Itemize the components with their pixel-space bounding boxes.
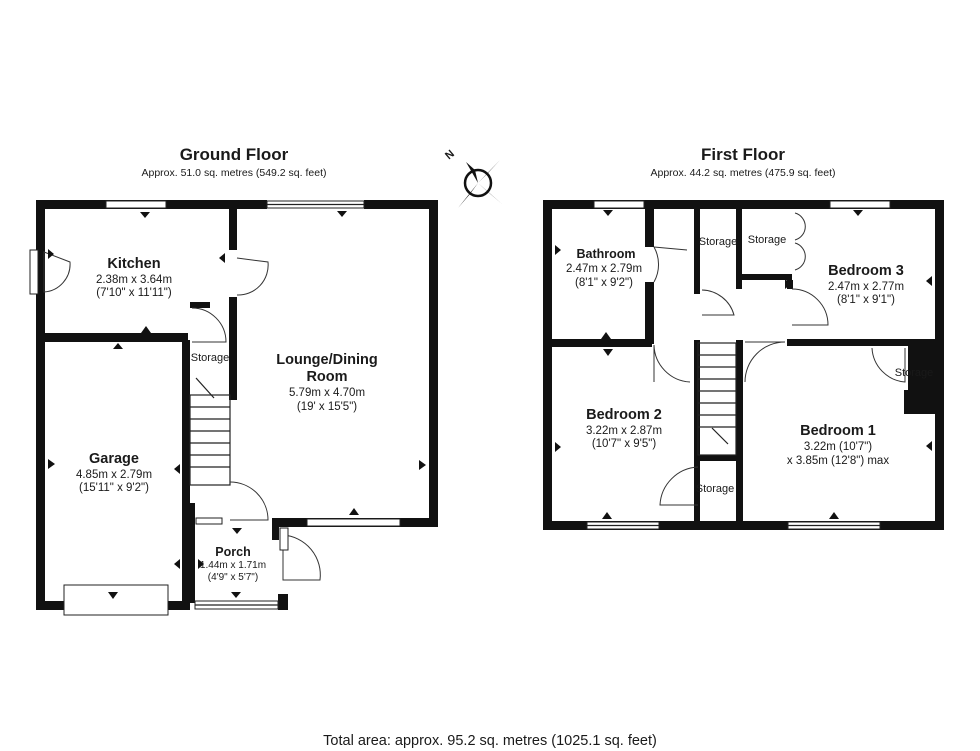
room-storage-bedroom3: Storage [748,234,787,246]
lounge-imperial: (19' x 15'5") [297,401,357,413]
first-floor-windows [586,200,891,530]
total-area: Total area: approx. 95.2 sq. metres (102… [323,733,657,749]
room-bedroom1: Bedroom 1 3.22m (10'7") x 3.85m (12'8") … [787,423,889,467]
room-porch: Porch 1.44m x 1.71m (4'9" x 5'7") [200,545,266,583]
porch-name: Porch [215,545,250,559]
kitchen-imperial: (7'10" x 11'11") [96,287,172,299]
room-storage-landing: Storage [699,236,738,248]
kitchen-name: Kitchen [107,256,160,272]
bedroom2-name: Bedroom 2 [586,407,662,423]
ground-floor: Ground Floor Approx. 51.0 sq. metres (54… [29,145,438,616]
first-floor-title: First Floor [701,145,785,164]
lounge-name-line2: Room [306,369,347,385]
ground-floor-doors [43,251,321,581]
garage-name: Garage [89,451,139,467]
ground-floor-area: Approx. 51.0 sq. metres (549.2 sq. feet) [141,167,326,179]
bedroom2-metric: 3.22m x 2.87m [586,425,662,437]
bathroom-metric: 2.47m x 2.79m [566,263,642,275]
bedroom3-imperial: (8'1" x 9'1") [837,294,895,306]
ground-floor-title: Ground Floor [180,145,289,164]
storage-bedroom3-name: Storage [748,234,787,246]
kitchen-metric: 2.38m x 3.64m [96,274,172,286]
storage-bedroom1-name: Storage [895,367,934,379]
bathroom-name: Bathroom [576,247,635,261]
bedroom3-name: Bedroom 3 [828,263,904,279]
room-bathroom: Bathroom 2.47m x 2.79m (8'1" x 9'2") [566,247,642,289]
compass: N [443,148,502,208]
first-floor-area: Approx. 44.2 sq. metres (475.9 sq. feet) [650,167,835,179]
bedroom2-imperial: (10'7" x 9'5") [592,438,657,450]
room-storage-bedroom1: Storage [895,367,934,379]
storage-stairs-name: Storage [696,483,735,495]
lounge-metric: 5.79m x 4.70m [289,387,365,399]
lounge-name-line1: Lounge/Dining [276,352,377,368]
bedroom3-metric: 2.47m x 2.77m [828,281,904,293]
ground-floor-stairs [189,377,231,486]
room-bedroom3: Bedroom 3 2.47m x 2.77m (8'1" x 9'1") [828,263,904,306]
first-floor-walls [543,200,944,530]
compass-north-label: N [443,148,457,162]
garage-metric: 4.85m x 2.79m [76,469,152,481]
storage-landing-name: Storage [699,236,738,248]
first-floor-doors [653,212,906,506]
room-bedroom2: Bedroom 2 3.22m x 2.87m (10'7" x 9'5") [586,407,662,450]
bedroom1-metric: 3.22m (10'7") [804,441,872,453]
ground-floor-windows [29,200,401,616]
room-kitchen: Kitchen 2.38m x 3.64m (7'10" x 11'11") [96,256,172,299]
porch-metric: 1.44m x 1.71m [200,560,266,571]
ground-floor-arrows [48,211,426,599]
room-garage: Garage 4.85m x 2.79m (15'11" x 9'2") [76,451,152,494]
bathroom-imperial: (8'1" x 9'2") [575,277,633,289]
bedroom1-name: Bedroom 1 [800,423,876,439]
porch-imperial: (4'9" x 5'7") [208,572,258,583]
storage-ground-name: Storage [191,352,230,364]
first-floor: First Floor Approx. 44.2 sq. metres (475… [543,145,944,530]
bedroom1-imperial: x 3.85m (12'8") max [787,455,889,467]
garage-imperial: (15'11" x 9'2") [79,482,149,494]
room-storage-ground: Storage [191,352,230,364]
first-floor-arrows [555,210,932,519]
room-lounge-dining: Lounge/Dining Room 5.79m x 4.70m (19' x … [276,352,377,413]
first-floor-stairs [697,342,737,456]
room-storage-stairs: Storage [696,483,735,495]
